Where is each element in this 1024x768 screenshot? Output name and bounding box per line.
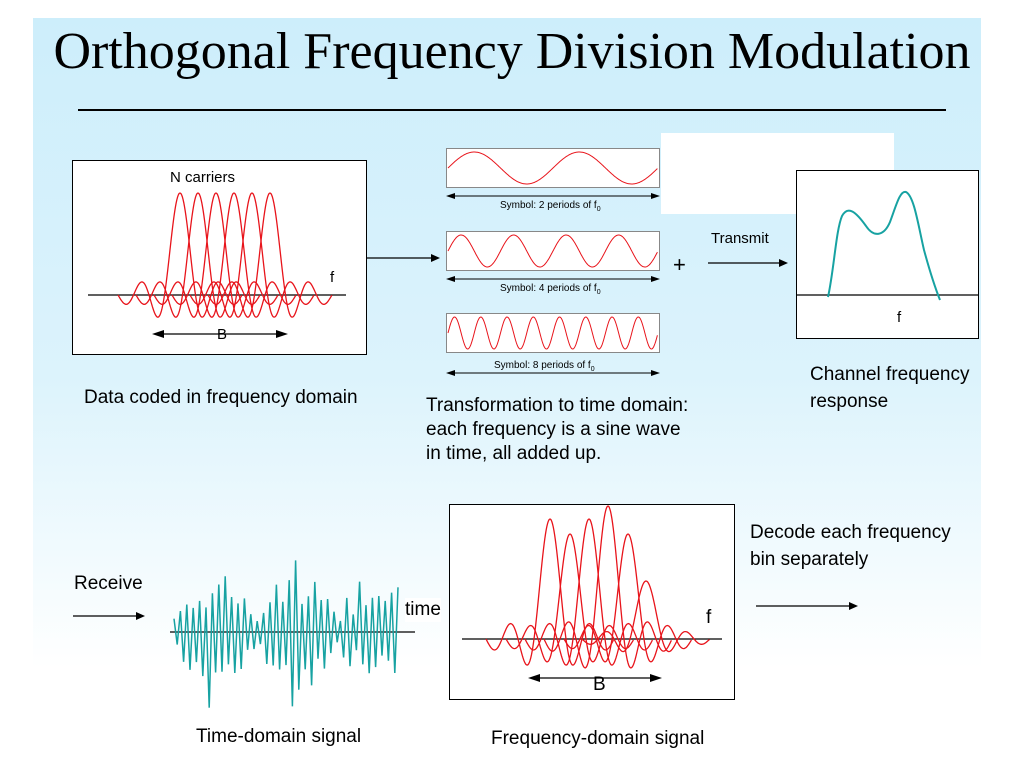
channel-caption-line-2: response [810, 391, 889, 412]
freq-signal-f-label: f [706, 607, 712, 628]
symbol-label-2: Symbol: 2 periods of f0 [500, 200, 601, 213]
carrier-sinc-4 [543, 505, 672, 669]
transform-caption-line-1: Transformation to time domain: [426, 395, 689, 416]
f-axis-label: f [330, 269, 335, 286]
arrow-right-icon [651, 193, 660, 199]
carrier-sinc-3 [153, 192, 279, 318]
carrier-sinc-2 [135, 192, 261, 318]
freq-signal-b-label: B [593, 674, 606, 695]
frequency-domain-box [72, 160, 367, 355]
slide-title: Orthogonal Frequency Division Modulation [53, 23, 971, 80]
arrow-left-icon [446, 276, 455, 282]
receive-label: Receive [74, 573, 143, 594]
carrier-sinc-1 [117, 192, 243, 318]
n-carriers-label: N carriers [170, 169, 236, 186]
symbol-label-8: Symbol: 8 periods of f0 [494, 360, 595, 373]
arrow-right-icon [651, 370, 660, 376]
arrow-left-icon [446, 370, 455, 376]
arrow-left-icon [528, 674, 540, 682]
channel-response-line [827, 190, 941, 301]
plus-sign: + [673, 252, 686, 277]
freq-signal-caption: Frequency-domain signal [491, 728, 705, 749]
time-signal-caption: Time-domain signal [196, 726, 362, 747]
carrier-sinc-5 [189, 192, 315, 318]
time-axis-label: time [405, 598, 441, 622]
sine-wave-4 [447, 234, 658, 268]
arrow-left-icon [446, 193, 455, 199]
carrier-sinc-4 [171, 192, 297, 318]
transmit-label: Transmit [711, 230, 769, 247]
sine-wave-2 [447, 151, 658, 185]
sine-wave-8 [447, 316, 658, 350]
carrier-sinc-5 [563, 533, 692, 663]
transform-caption-line-2: each frequency is a sine wave [426, 419, 681, 440]
arrow-right-icon [650, 674, 662, 682]
carrier-sinc-1 [485, 518, 614, 666]
symbol-label-4: Symbol: 4 periods of f0 [500, 283, 601, 296]
title-underline [78, 109, 946, 111]
channel-f-label: f [897, 309, 902, 326]
transform-caption-line-3: in time, all added up. [426, 443, 602, 464]
carrier-sinc-3 [524, 518, 653, 666]
arrow-right-icon [276, 330, 288, 338]
carrier-sinc-2 [505, 533, 634, 663]
arrow-right-icon [651, 276, 660, 282]
carrier-sinc-6 [581, 580, 710, 653]
time-signal-waveform [173, 560, 399, 708]
frequency-domain-caption: Data coded in frequency domain [84, 387, 358, 408]
carrier-sinc-6 [207, 192, 333, 318]
frequency-signal-box [449, 504, 735, 700]
decode-caption-line-2: bin separately [750, 549, 869, 570]
channel-response-box [796, 170, 979, 339]
decode-caption-line-1: Decode each frequency [750, 522, 951, 543]
arrow-left-icon [152, 330, 164, 338]
channel-caption-line-1: Channel frequency [810, 364, 970, 385]
